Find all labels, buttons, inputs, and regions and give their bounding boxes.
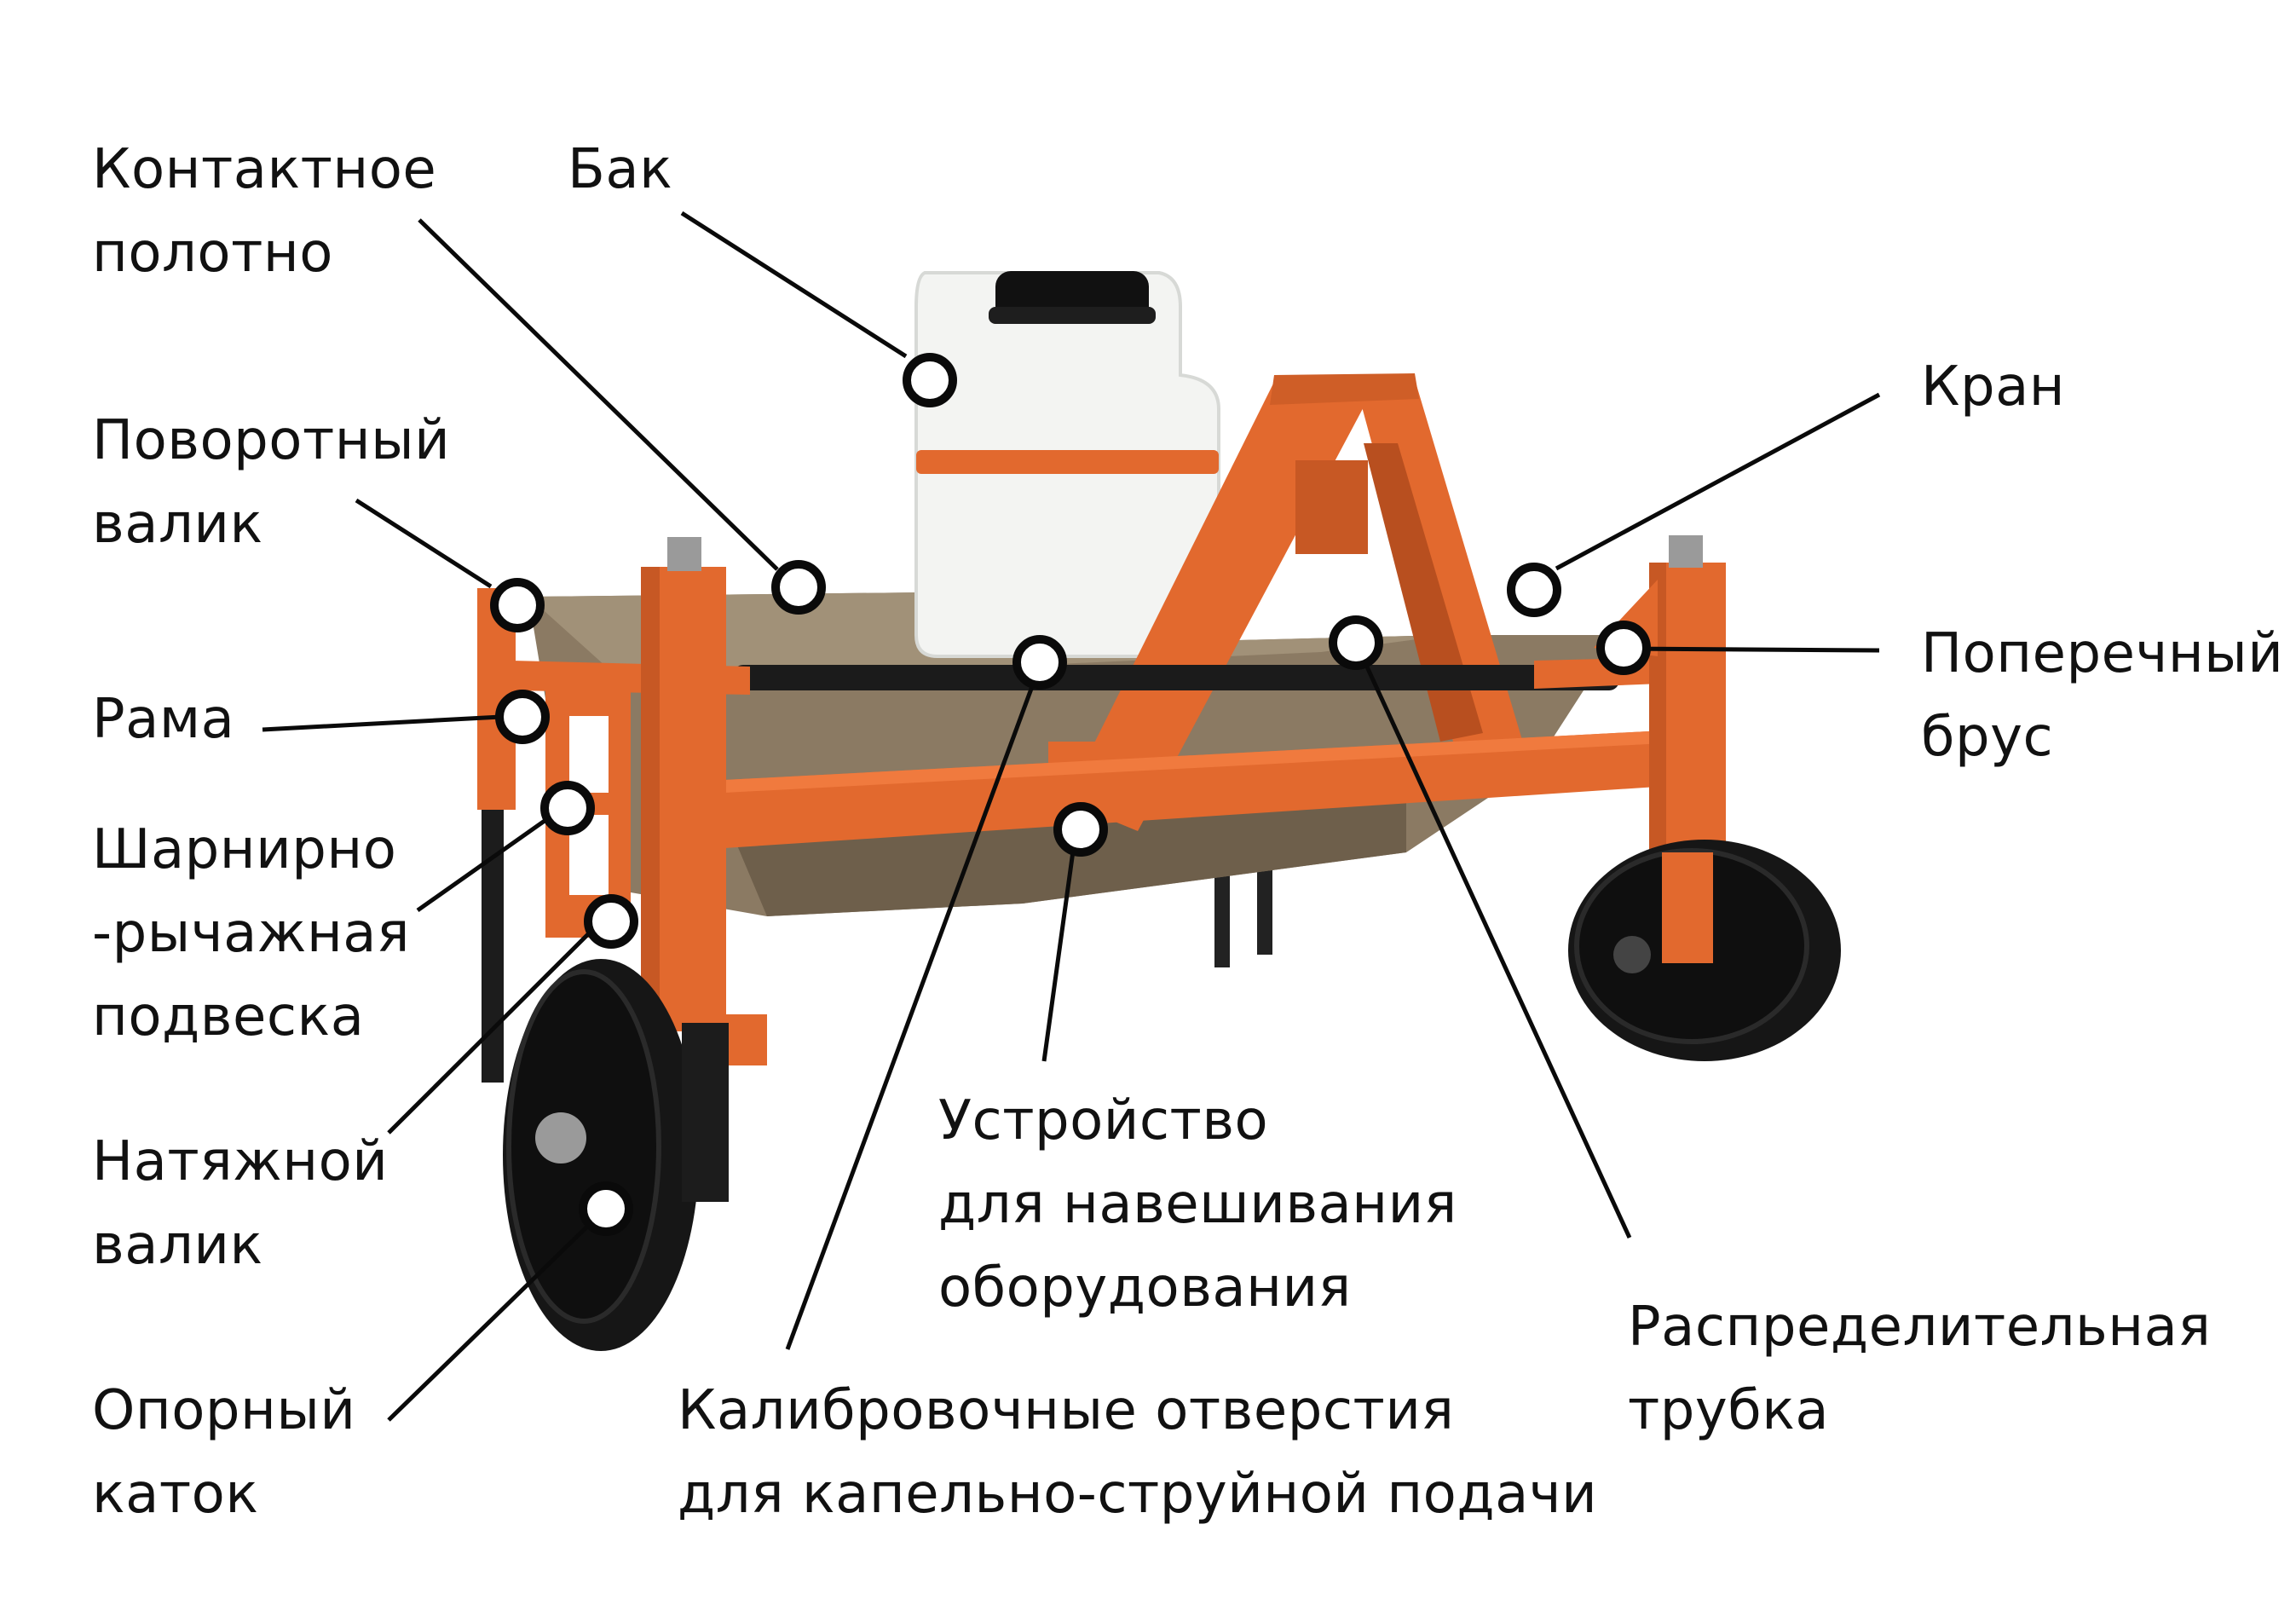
right-wheel-fork	[1662, 852, 1713, 963]
marker-turning-roller	[490, 578, 545, 632]
hitch-top-plate	[1270, 373, 1419, 405]
right-wheel-hub	[1613, 936, 1651, 973]
marker-frame	[495, 690, 550, 744]
label-turning-roller: Поворотный валик	[92, 409, 451, 556]
leader-turning-roller	[355, 498, 493, 589]
marker-distribution-tube	[1329, 615, 1383, 670]
marker-support-wheel	[579, 1181, 633, 1236]
label-hitch-device: Устройство для навешивания оборудования	[938, 1089, 1457, 1319]
right-post-bolt	[1669, 535, 1703, 568]
leader-cross-beam	[1618, 646, 1880, 653]
label-cross-beam: Поперечный брус	[1921, 622, 2284, 769]
left-wheel-hub	[535, 1112, 586, 1164]
label-hinge-lever-suspension: Шарнирно -рычажная подвеска	[92, 818, 410, 1048]
marker-cross-beam	[1596, 621, 1651, 675]
leader-contact-cloth	[418, 218, 779, 571]
hitch-bracket	[1295, 460, 1368, 554]
marker-valve	[1507, 563, 1561, 617]
label-tank: Бак	[568, 138, 673, 201]
label-distribution-tube: Распределительная трубка	[1628, 1296, 2212, 1442]
marker-contact-cloth	[771, 560, 826, 615]
tank-strap	[916, 450, 1219, 474]
left-front-post-shade	[641, 567, 660, 1031]
left-post-bolt	[667, 537, 701, 571]
front-frame-beam-edge	[724, 729, 1696, 793]
leader-tension-roller	[387, 926, 597, 1135]
leader-distribution-tube	[1363, 661, 1632, 1239]
front-frame-beam	[724, 729, 1696, 848]
leader-tank	[680, 211, 908, 359]
leader-support-wheel	[387, 1222, 591, 1422]
tank-cap-rim	[989, 307, 1156, 324]
marker-hinge-suspension	[540, 781, 595, 835]
marker-tension-roller	[584, 894, 638, 949]
distribution-tube-shape	[733, 665, 1619, 690]
leader-calibration-holes	[785, 681, 1036, 1350]
leader-hitch-device	[1041, 832, 1078, 1062]
marker-tank	[903, 353, 957, 407]
marker-calibration-holes	[1012, 635, 1067, 690]
leader-valve	[1555, 392, 1881, 571]
leader-frame	[262, 714, 502, 732]
leader-hinge-suspension	[416, 814, 552, 913]
marker-hitch-device	[1053, 802, 1108, 857]
label-tension-roller: Натяжной валик	[92, 1130, 389, 1277]
label-contact-cloth: Контактное полотно	[92, 138, 437, 285]
label-support-wheel: Опорный каток	[92, 1379, 356, 1526]
label-calibration-holes: Калибровочные отверстия для капельно-стр…	[678, 1379, 1598, 1526]
left-wheel-bracket	[682, 1023, 729, 1202]
label-valve: Кран	[1921, 355, 2066, 419]
label-frame: Рама	[92, 688, 235, 751]
rear-support-leg	[1214, 852, 1230, 967]
